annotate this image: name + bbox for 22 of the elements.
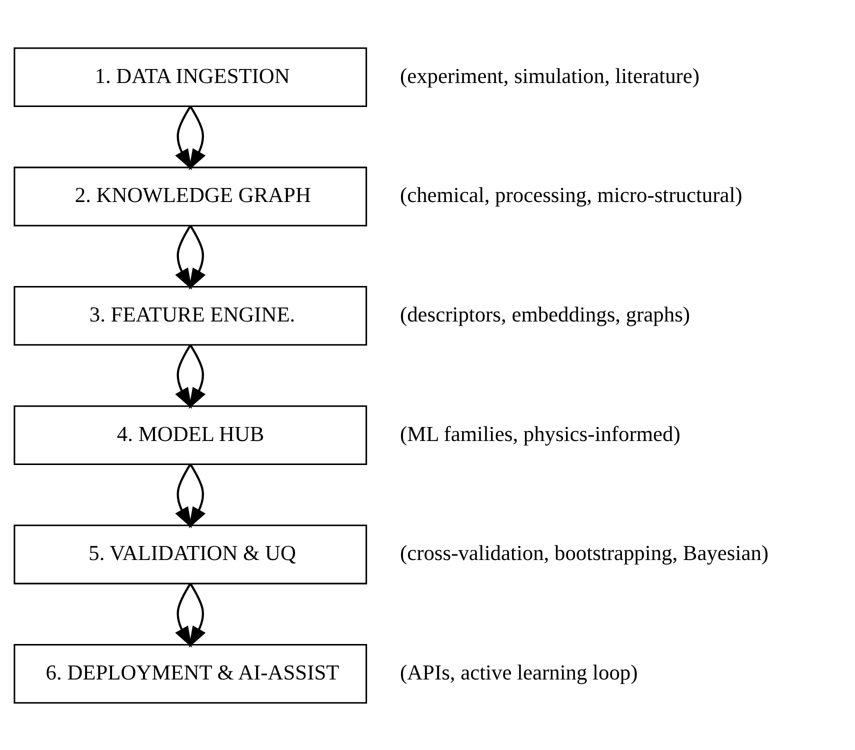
node-label: (cross-validation, bootstrapping, Bayesian) [400,540,769,565]
arrow [188,344,206,408]
node-label: (ML families, physics-informed) [400,421,680,446]
node-box: 4. MODEL HUB [14,404,368,464]
node-label: (chemical, processing, micro-structural) [400,182,742,207]
node-label: (descriptors, embeddings, graphs) [400,302,690,326]
arrow [175,344,192,408]
arrow [175,463,192,528]
arrow [175,105,192,170]
arrow [175,224,192,290]
node-box: 6. DEPLOYMENT & AI-ASSIST [14,643,368,704]
node-box: 1. DATA INGESTION [14,46,368,107]
arrow [188,224,206,290]
node-box: 3. FEATURE ENGINE. [14,286,368,346]
arrow [188,463,206,528]
arrow [175,582,192,648]
node-label: (APIs, active learning loop) [400,660,638,684]
arrow [188,105,206,170]
node-box: 5. VALIDATION & UQ [14,524,368,584]
arrow [188,582,206,648]
node-label: (experiment, simulation, literature) [400,63,700,88]
node-box: 2. KNOWLEDGE GRAPH [14,166,368,226]
